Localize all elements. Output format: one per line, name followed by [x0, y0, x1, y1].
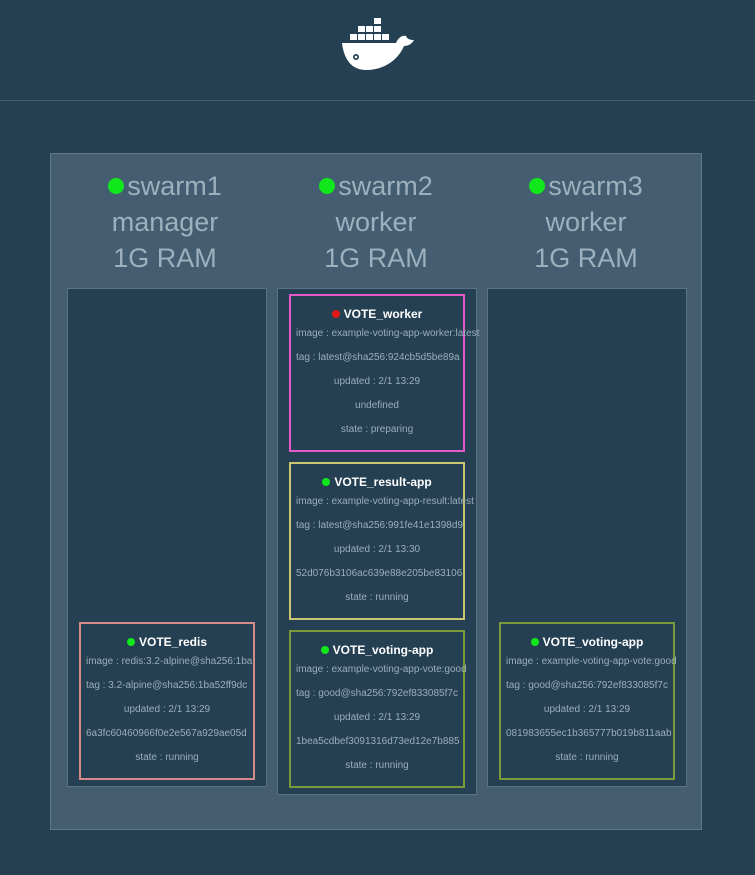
status-dot — [529, 178, 546, 194]
service-card-vote-voting-app[interactable]: VOTE_voting-app image : example-voting-a… — [289, 630, 467, 788]
docker-whale-icon — [342, 18, 414, 70]
service-tag: tag : latest@sha256:924cb5d5be89a — [296, 352, 460, 363]
service-updated: updated : 2/1 13:29 — [543, 704, 631, 715]
node-role: manager — [111, 207, 219, 237]
node-ram: 1G RAM — [534, 243, 638, 273]
service-image: image : example-voting-app-worker:latest — [296, 328, 480, 339]
status-dot — [319, 178, 336, 194]
node-role: worker — [335, 207, 417, 237]
service-id: 081983655ec1b365777b019b811aab — [506, 728, 672, 739]
node-role: worker — [545, 207, 627, 237]
service-updated: updated : 2/1 13:30 — [333, 544, 421, 555]
service-updated: updated : 2/1 13:29 — [123, 704, 211, 715]
service-card-vote-worker[interactable]: VOTE_worker image : example-voting-app-w… — [289, 294, 480, 452]
service-state: state : running — [345, 760, 409, 771]
service-tag: tag : latest@sha256:991fe41e1398d9 — [296, 520, 463, 531]
service-image: image : example-voting-app-result:latest — [296, 496, 474, 507]
service-image: image : example-voting-app-vote:good — [506, 656, 677, 667]
service-id: 52d076b3106ac639e88e205be83106 — [296, 568, 463, 579]
node-name: swarm3 — [548, 171, 643, 201]
node-name: swarm2 — [338, 171, 433, 201]
node-name: swarm1 — [127, 171, 222, 201]
service-updated: updated : 2/1 13:29 — [333, 376, 421, 387]
status-dot — [331, 310, 340, 318]
node-ram: 1G RAM — [113, 243, 217, 273]
service-tag: tag : good@sha256:792ef833085f7c — [296, 688, 458, 699]
status-dot — [126, 638, 135, 646]
service-updated: updated : 2/1 13:29 — [333, 712, 421, 723]
service-title: VOTE_worker — [343, 307, 423, 321]
service-title: VOTE_redis — [138, 635, 208, 649]
service-title: VOTE_voting-app — [542, 635, 644, 649]
service-state: state : running — [345, 592, 409, 603]
service-card-vote-redis[interactable]: VOTE_redis image : redis:3.2-alpine@sha2… — [79, 622, 255, 780]
status-dot — [322, 478, 331, 486]
service-card-vote-result-app[interactable]: VOTE_result-app image : example-voting-a… — [289, 462, 474, 620]
status-dot — [108, 178, 125, 194]
service-image: image : redis:3.2-alpine@sha256:1ba — [86, 656, 253, 667]
service-id: 1bea5cdbef3091316d73ed12e7b885 — [296, 736, 460, 747]
node-header-swarm3: swarm3 worker 1G RAM — [486, 168, 686, 276]
status-dot — [530, 638, 539, 646]
node-header-swarm1: swarm1 manager 1G RAM — [65, 168, 265, 276]
service-title: VOTE_result-app — [334, 475, 432, 489]
service-title: VOTE_voting-app — [332, 643, 434, 657]
top-bar — [0, 0, 755, 101]
service-image: image : example-voting-app-vote:good — [296, 664, 467, 675]
service-id: undefined — [355, 400, 399, 411]
node-ram: 1G RAM — [324, 243, 428, 273]
service-card-vote-voting-app[interactable]: VOTE_voting-app image : example-voting-a… — [499, 622, 677, 780]
service-id: 6a3fc60460966f0e2e567a929ae05d — [86, 728, 247, 739]
service-tag: tag : 3.2-alpine@sha256:1ba52ff9dc — [86, 680, 248, 691]
status-dot — [320, 646, 329, 654]
node-header-swarm2: swarm2 worker 1G RAM — [276, 168, 476, 276]
service-tag: tag : good@sha256:792ef833085f7c — [506, 680, 668, 691]
service-state: state : preparing — [340, 424, 414, 435]
service-state: state : running — [555, 752, 619, 763]
service-state: state : running — [135, 752, 199, 763]
